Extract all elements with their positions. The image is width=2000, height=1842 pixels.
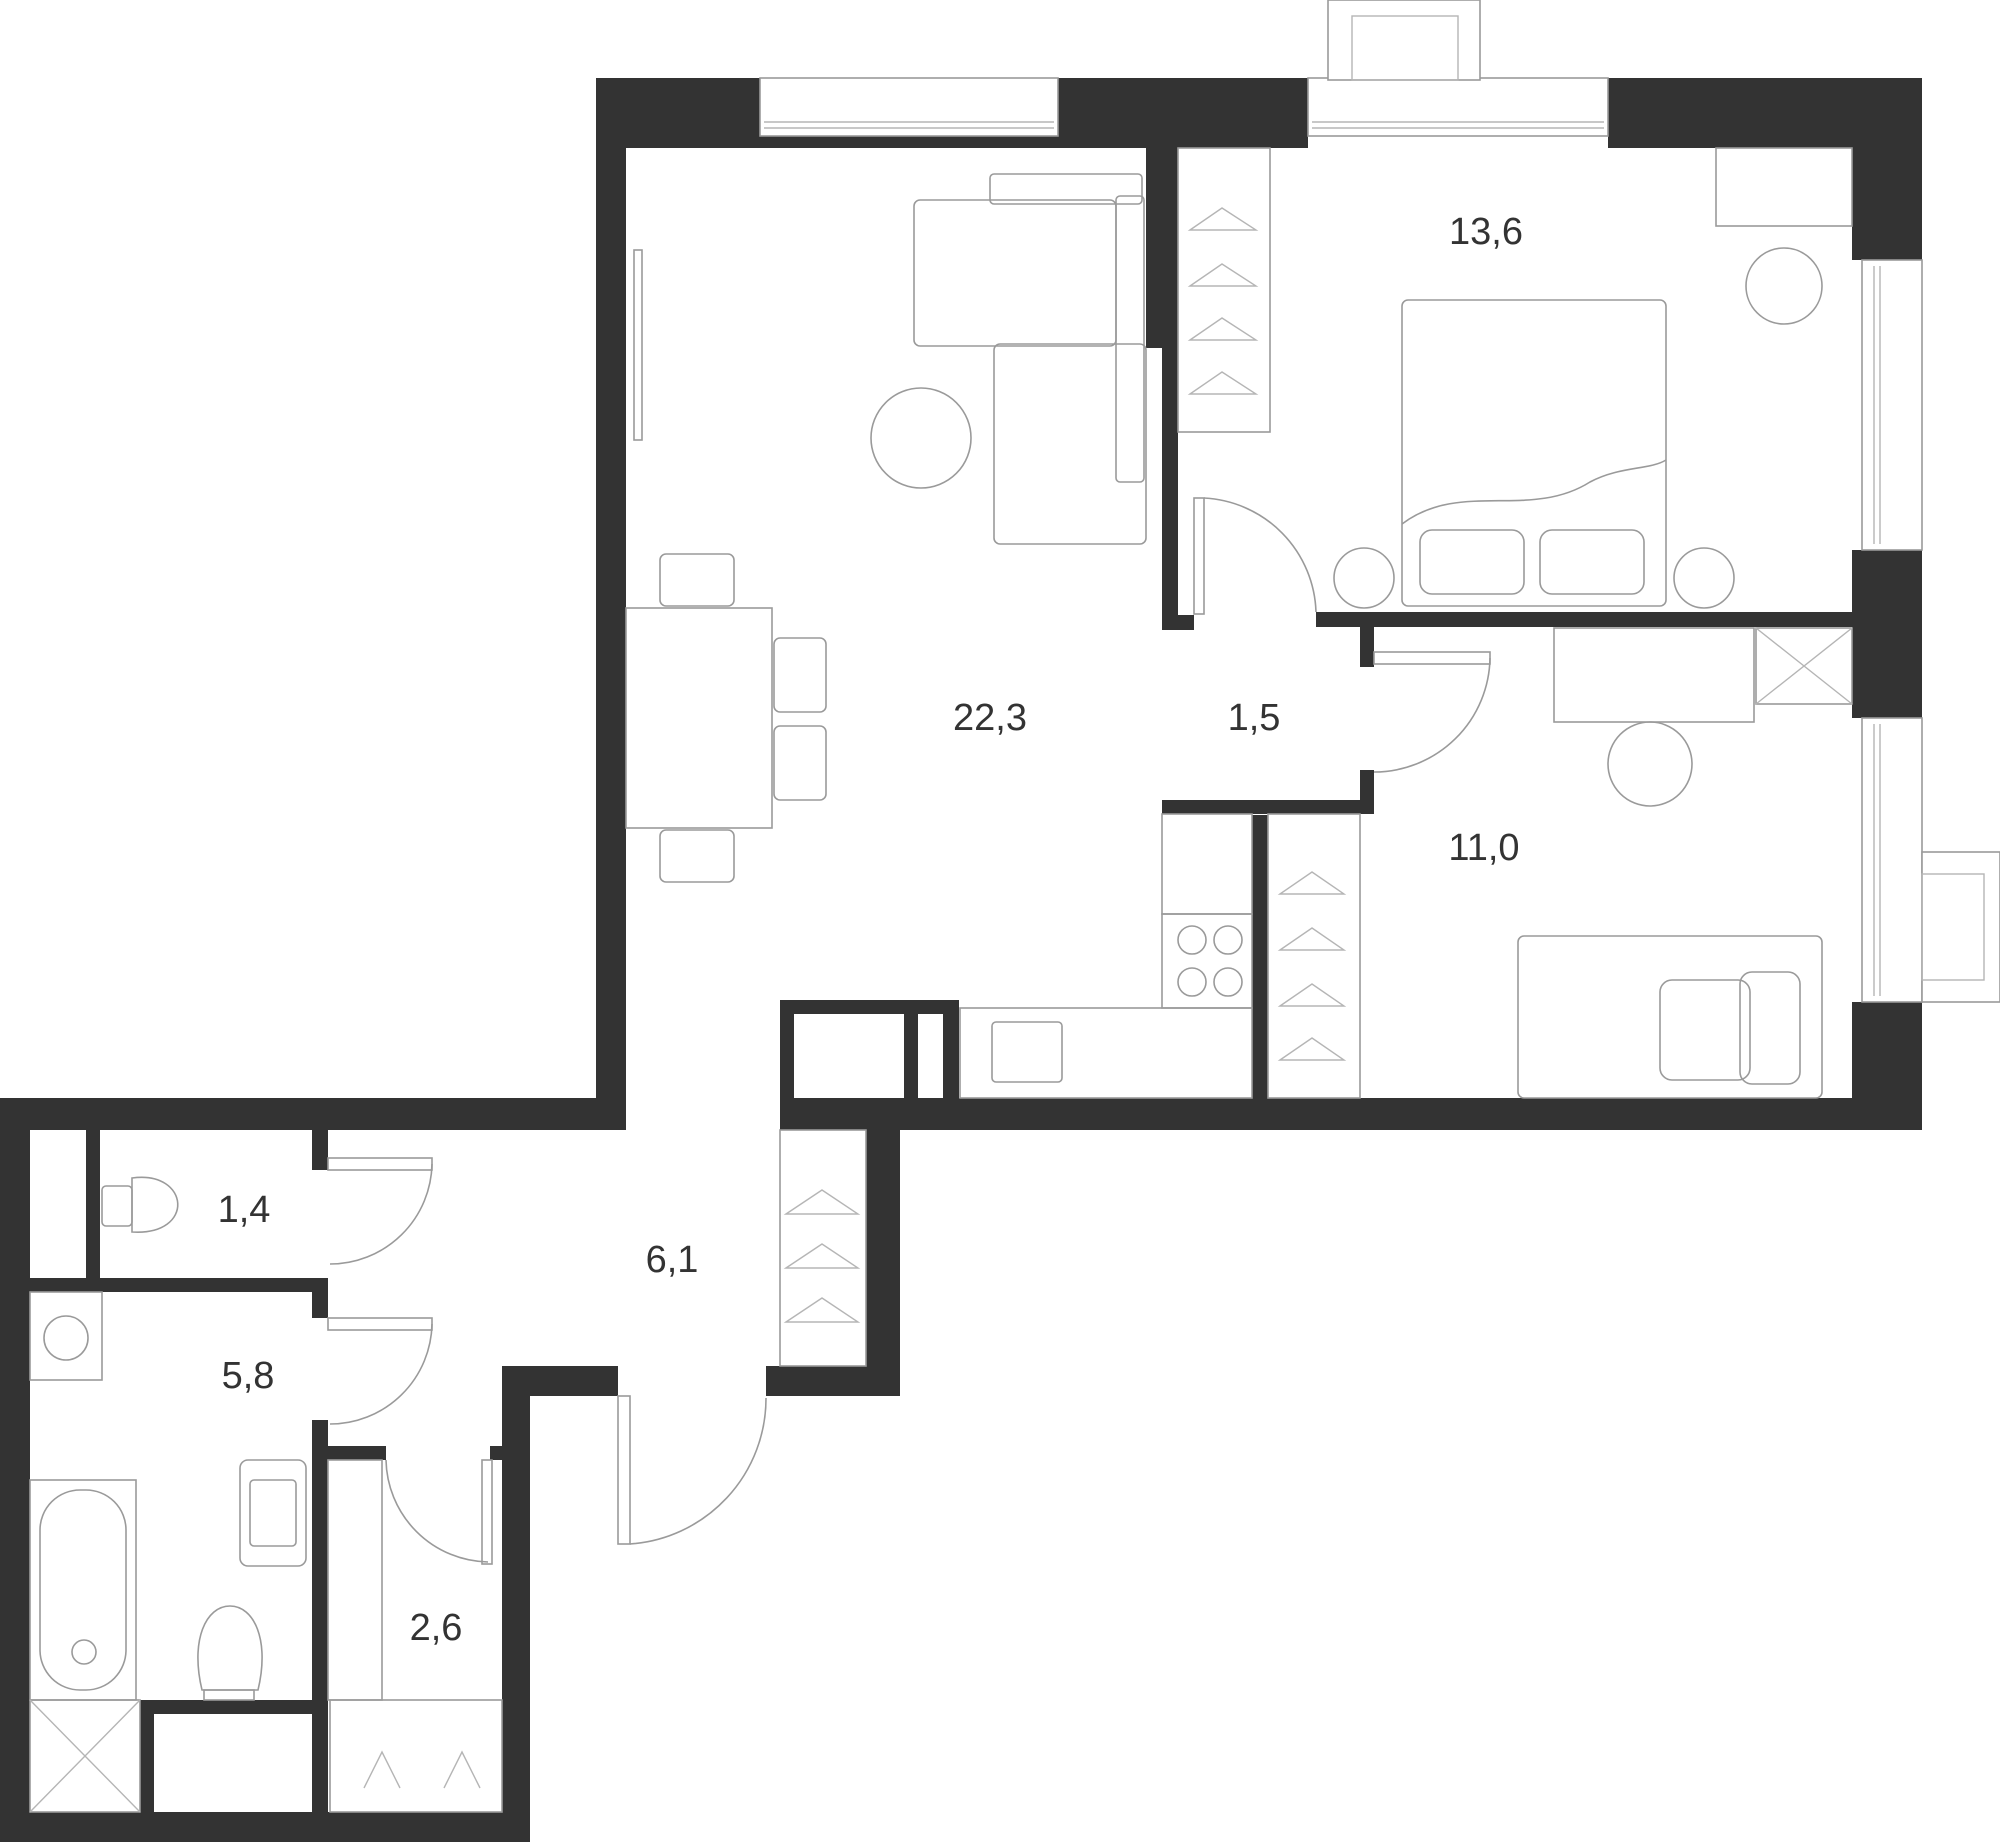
room-area-toilet: 1,4 — [218, 1189, 271, 1231]
room-labels: 22,3 13,6 1,5 11,0 1,4 6,1 5,8 2,6 — [218, 211, 1523, 1649]
room-area-hallway: 6,1 — [646, 1239, 699, 1281]
room-area-bedroom-small: 11,0 — [1448, 827, 1519, 869]
room-area-living-room: 22,3 — [953, 697, 1027, 739]
room-area-bedroom-large: 13,6 — [1449, 211, 1523, 253]
room-area-corridor-small: 1,5 — [1228, 697, 1281, 739]
furniture — [29, 147, 1853, 1813]
walls — [0, 78, 1922, 1842]
room-area-closet: 2,6 — [410, 1607, 463, 1649]
room-area-bathroom: 5,8 — [222, 1355, 275, 1397]
windows — [633, 0, 2000, 1003]
